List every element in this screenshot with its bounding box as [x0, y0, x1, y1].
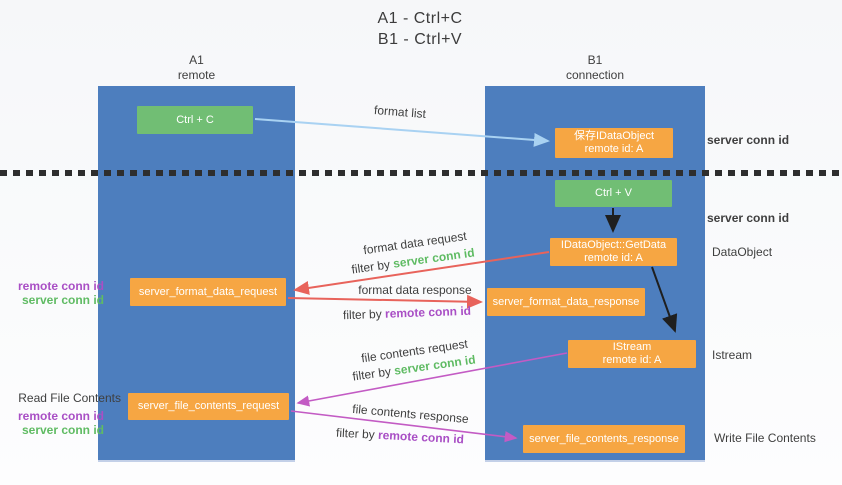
title-line-2: B1 - Ctrl+V: [377, 31, 463, 48]
node-ctrl-v-label: Ctrl + V: [595, 187, 632, 199]
server-conn-id-left-2: server conn id: [21, 423, 104, 437]
label-read-file-contents: Read File Contents: [18, 391, 121, 405]
node-istream-line2: remote id: A: [602, 354, 662, 366]
label-conn-ids-left-1: remote conn id server conn id: [0, 279, 104, 307]
node-save-dataobject-line2: remote id: A: [584, 143, 644, 155]
node-file-response-label: server_file_contents_response: [529, 432, 679, 445]
label-dataobject: DataObject: [712, 245, 773, 259]
format-data-request-arrow: [293, 251, 550, 295]
format-data-response-arrow: [287, 294, 483, 309]
column-header-b1: B1 connection: [485, 53, 705, 83]
label-write-file-contents: Write File Contents: [714, 431, 816, 445]
node-getdata-line2: remote id: A: [584, 252, 643, 264]
node-save-dataobject: 保存IDataObject remote id: A: [555, 128, 673, 158]
label-conn-ids-left-2: remote conn id server conn id: [0, 409, 104, 437]
node-server-format-data-request: server_format_data_request: [130, 278, 286, 306]
node-server-format-data-response: server_format_data_response: [487, 288, 645, 316]
node-istream-line1: IStream: [612, 341, 652, 353]
node-ctrl-c: Ctrl + C: [137, 106, 253, 134]
format-list-arrow: [254, 118, 550, 147]
node-format-request-label: server_format_data_request: [138, 285, 278, 298]
node-getdata-line1: IDataObject::GetData: [560, 239, 667, 251]
node-server-file-contents-request: server_file_contents_request: [128, 393, 289, 420]
label-server-conn-id-right-2: server conn id: [707, 211, 790, 225]
column-b1-name: B1: [587, 53, 603, 67]
node-istream: IStream remote id: A: [568, 340, 696, 368]
file-contents-response-arrow: [290, 410, 518, 443]
node-ctrl-v: Ctrl + V: [555, 180, 672, 207]
diagram-title: A1 - Ctrl+C B1 - Ctrl+V: [300, 8, 540, 50]
node-ctrl-c-label: Ctrl + C: [176, 113, 214, 126]
label-istream-side: Istream: [712, 348, 753, 362]
column-a1-name: A1: [189, 53, 204, 67]
server-conn-id-left-1: server conn id: [21, 293, 104, 307]
node-getdata: IDataObject::GetData remote id: A: [550, 238, 677, 266]
getdata-to-istream-arrow: [651, 266, 678, 333]
label-format-data-response: format data response: [358, 283, 472, 297]
column-a1-subtitle: remote: [177, 68, 216, 82]
node-file-request-label: server_file_contents_request: [137, 400, 280, 412]
node-format-response-label: server_format_data_response: [492, 295, 640, 308]
title-line-1: A1 - Ctrl+C: [377, 10, 463, 27]
node-save-dataobject-line1: 保存IDataObject: [573, 130, 655, 142]
remote-conn-id-left-1: remote conn id: [17, 279, 104, 293]
node-server-file-contents-response: server_file_contents_response: [523, 425, 685, 453]
filter-by-text: filter by: [342, 306, 386, 323]
remote-conn-id-text: remote conn id: [384, 303, 472, 321]
label-server-conn-id-right-1: server conn id: [707, 133, 790, 147]
dotted-separator: [0, 170, 842, 176]
filter-by-text: filter by: [335, 425, 379, 442]
column-b1-subtitle: connection: [565, 68, 625, 82]
file-contents-request-arrow: [296, 352, 568, 407]
column-header-a1: A1 remote: [98, 53, 295, 83]
remote-conn-id-left-2: remote conn id: [17, 409, 104, 423]
